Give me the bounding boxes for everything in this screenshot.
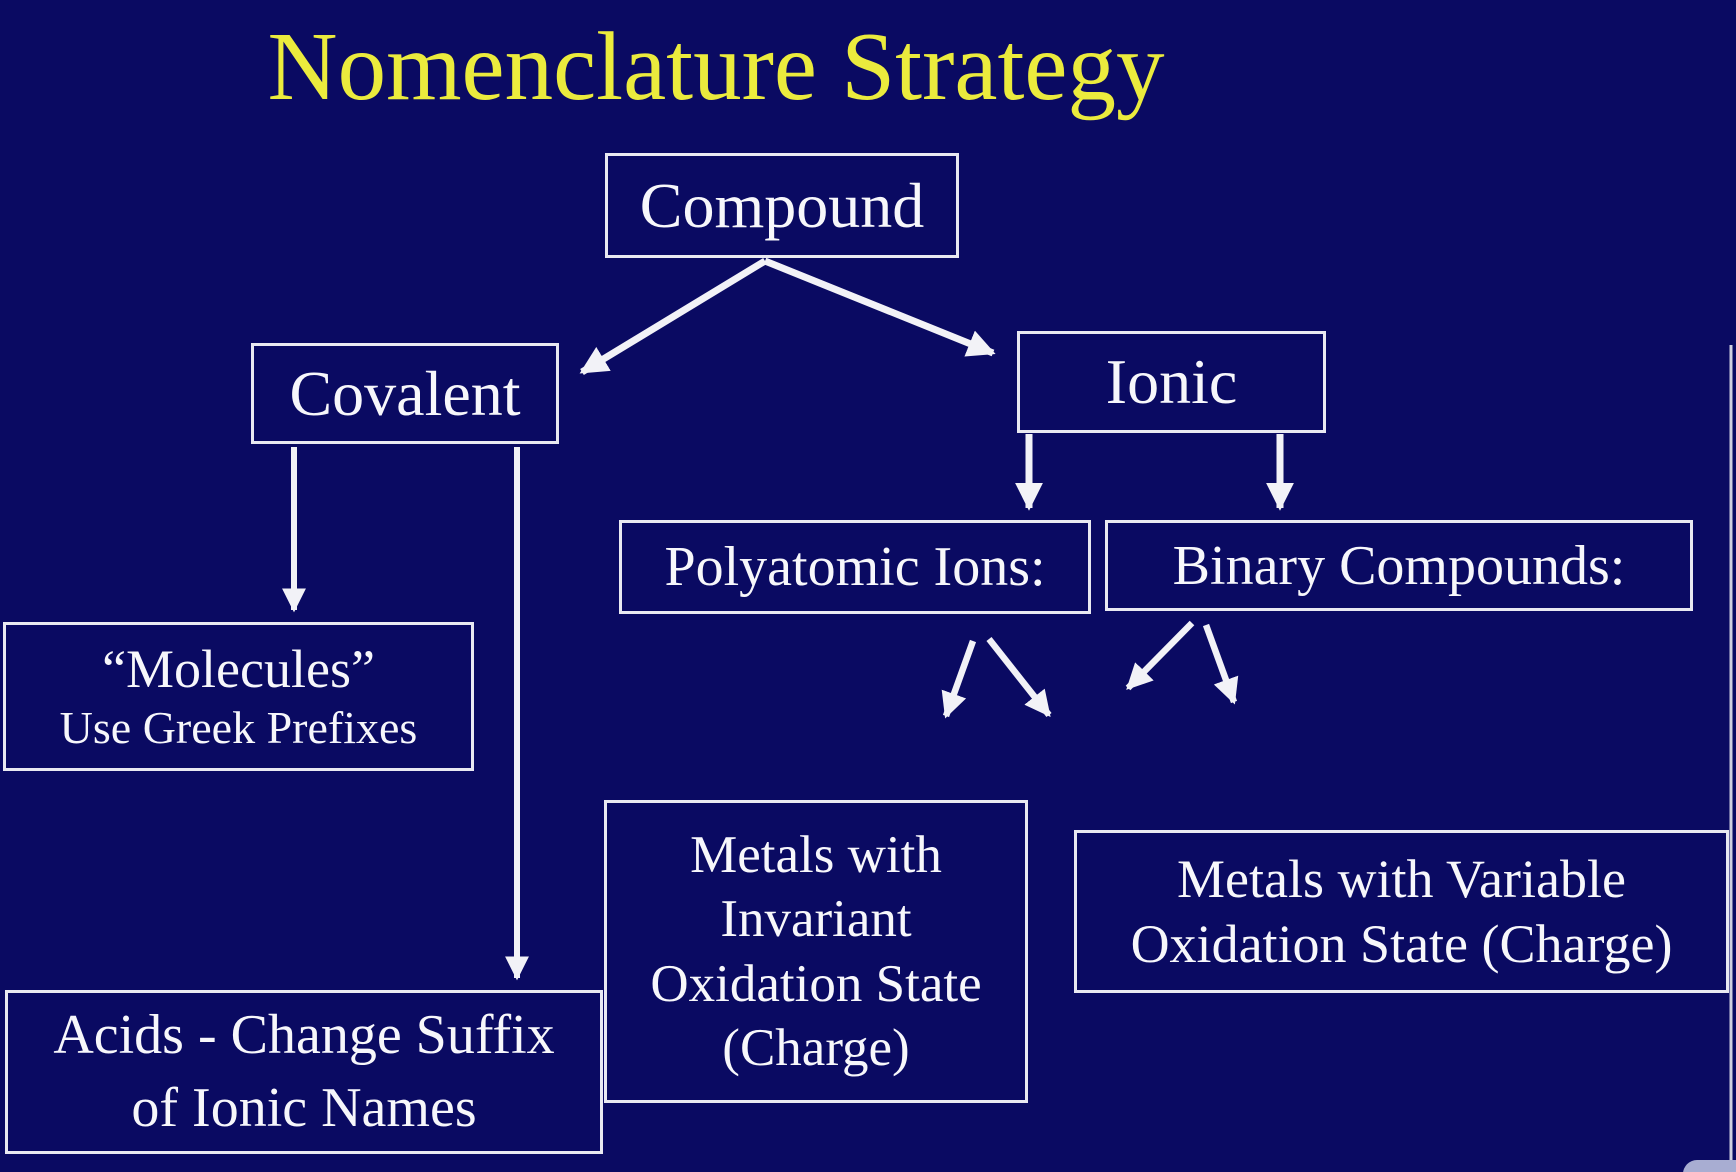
node-binary-compounds: Binary Compounds: (1105, 520, 1693, 611)
node-metals-invariant-line1: Metals with (690, 826, 942, 885)
arrow-binary-branch-left (1125, 620, 1195, 691)
arrow-compound-to-ionic (763, 257, 996, 357)
node-metals-invariant-line2: Invariant (720, 890, 912, 949)
node-molecules: “Molecules” Use Greek Prefixes (3, 622, 474, 771)
node-acids-line2: of Ionic Names (131, 1077, 477, 1139)
node-molecules-line1: “Molecules” (102, 638, 375, 699)
node-metals-invariant-line3: Oxidation State (650, 954, 982, 1013)
node-metals-variable-line2: Oxidation State (Charge) (1130, 913, 1673, 974)
node-compound-label: Compound (639, 169, 925, 241)
corner-widget (1683, 1160, 1736, 1172)
node-metals-variable-line1: Metals with Variable (1177, 848, 1626, 909)
node-acids: Acids - Change Suffix of Ionic Names (5, 990, 603, 1154)
node-metals-invariant-line4: (Charge) (722, 1018, 910, 1077)
arrow-compound-to-covalent (579, 258, 767, 375)
node-binary-compounds-label: Binary Compounds: (1172, 534, 1626, 597)
node-ionic-label: Ionic (1105, 346, 1238, 417)
node-polyatomic-ions: Polyatomic Ions: (619, 520, 1091, 614)
node-polyatomic-ions-label: Polyatomic Ions: (664, 536, 1046, 598)
node-molecules-line2: Use Greek Prefixes (59, 701, 418, 753)
node-acids-line1: Acids - Change Suffix (53, 1004, 555, 1067)
arrow-binary-branch-right (1202, 623, 1239, 705)
node-metals-variable: Metals with Variable Oxidation State (Ch… (1074, 830, 1729, 993)
node-ionic: Ionic (1017, 331, 1326, 433)
slide-title: Nomenclature Strategy (267, 13, 1165, 120)
arrow-polyatomic-branch-left (941, 639, 977, 719)
node-metals-invariant: Metals with Invariant Oxidation State (C… (604, 800, 1028, 1103)
node-covalent-label: Covalent (289, 357, 521, 429)
node-covalent: Covalent (251, 343, 559, 444)
node-compound: Compound (605, 153, 959, 258)
arrow-polyatomic-branch-right (986, 636, 1052, 718)
